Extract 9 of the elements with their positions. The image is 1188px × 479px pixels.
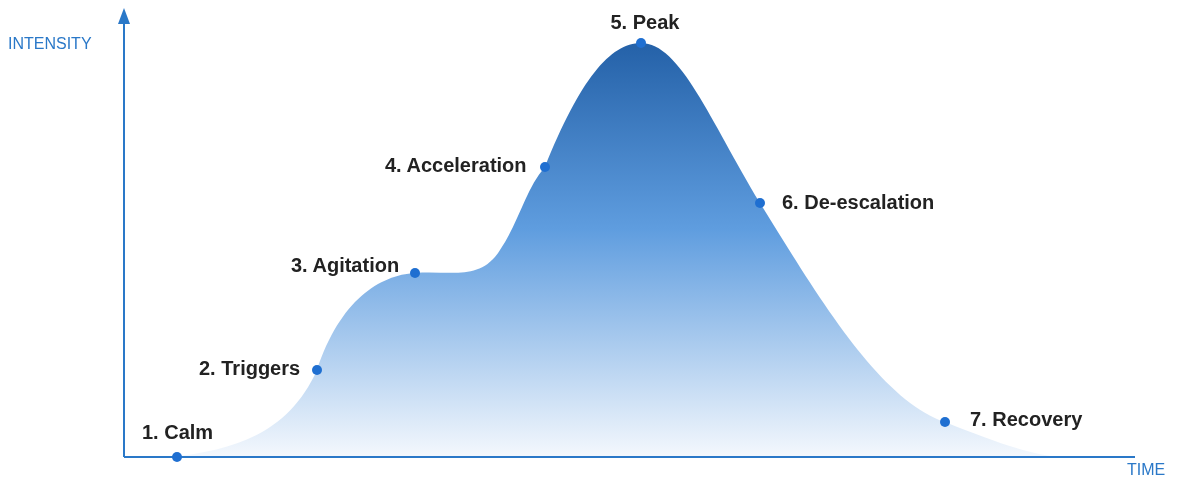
stage-label: 6. De-escalation <box>782 190 935 214</box>
stage-label: 7. Recovery <box>970 407 1083 431</box>
stage-label: 1. Calm <box>142 420 214 444</box>
stage-label: 2. Triggers <box>199 356 301 380</box>
stage-label: 5. Peak <box>610 10 680 34</box>
stage-label: 4. Acceleration <box>385 153 527 177</box>
axis-label: INTENSITY <box>8 34 92 54</box>
axis-label: TIME <box>1127 460 1166 479</box>
stage-label: 3. Agitation <box>291 253 400 277</box>
